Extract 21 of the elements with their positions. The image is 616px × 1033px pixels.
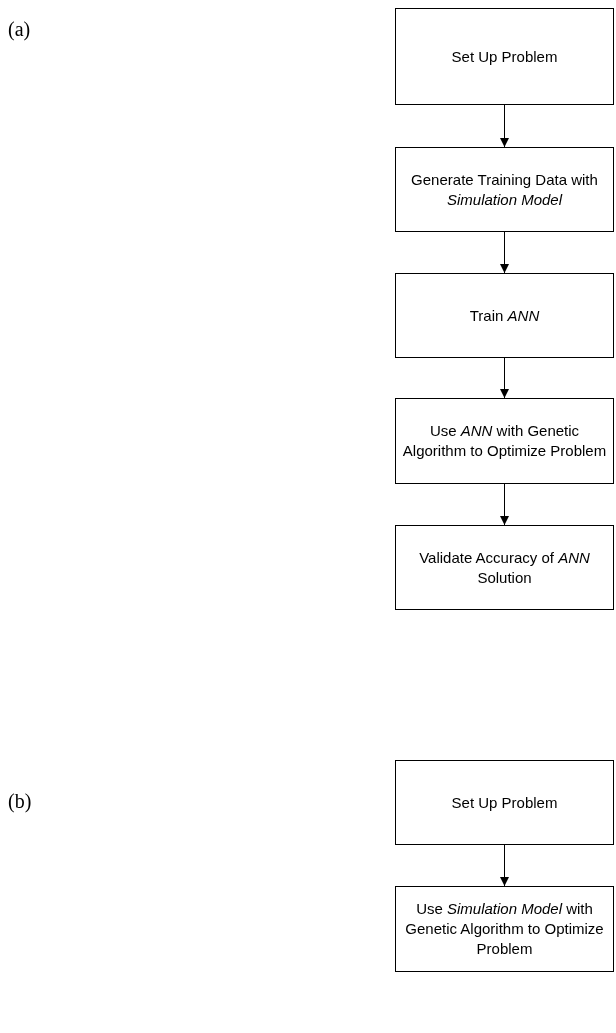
process-box [395, 398, 614, 484]
process-box [395, 273, 614, 358]
process-box [395, 886, 614, 972]
box-text: Use Simulation Model with Genetic Algorithm to Optimize Problem [404, 899, 605, 959]
process-box [395, 8, 614, 105]
arrow [500, 104, 509, 148]
arrow [500, 231, 509, 274]
process-box [395, 525, 614, 610]
box-text: Generate Training Data with Simulation Model [410, 169, 599, 210]
arrow [500, 844, 509, 887]
box-text: Validate Accuracy of ANN Solution [418, 547, 591, 588]
process-box [395, 760, 614, 845]
box-text: Set Up Problem [451, 792, 558, 813]
box-text: Train ANN [469, 305, 540, 326]
panel-label: (b) [8, 789, 32, 815]
process-box [395, 147, 614, 232]
box-text: Set Up Problem [451, 46, 558, 67]
box-text: Use ANN with Genetic Algorithm to Optimize Problem [401, 421, 608, 461]
panel-label: (a) [8, 17, 31, 43]
arrow [500, 483, 509, 526]
arrow [500, 357, 509, 399]
